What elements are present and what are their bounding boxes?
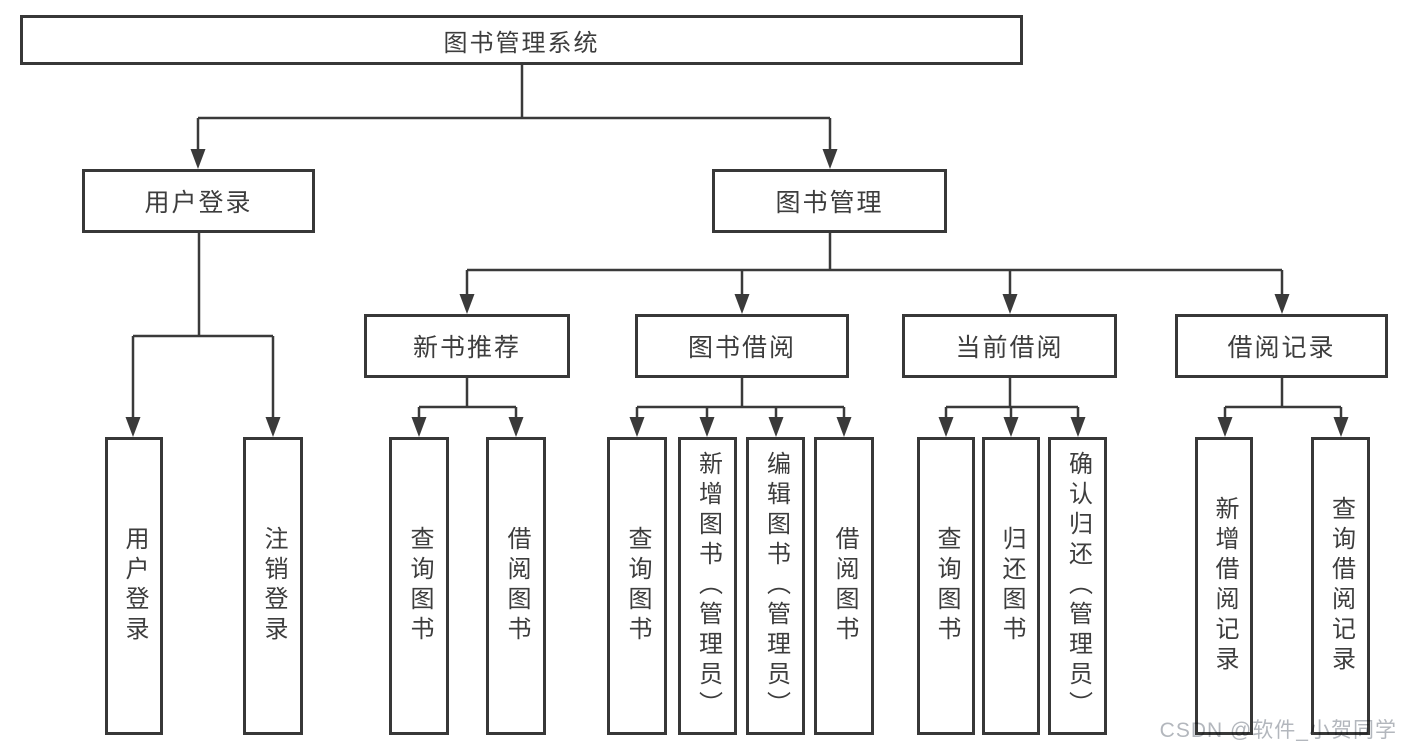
leaf-cb-return-books: 归还图书: [982, 437, 1040, 735]
arrow-down-icon: [768, 417, 784, 437]
node-book-borrow-label: 图书借阅: [687, 334, 796, 362]
node-current-borrow-label: 当前借阅: [955, 334, 1064, 362]
leaf-logout-label: 注销登录: [260, 526, 287, 646]
node-current-borrow: 当前借阅: [902, 314, 1117, 378]
leaf-bb-query-books-label: 查询图书: [624, 526, 651, 646]
node-book-mgmt: 图书管理: [712, 169, 947, 233]
connector-borrow-records-to-leaves: [1223, 378, 1343, 420]
node-root: 图书管理系统: [20, 15, 1023, 65]
leaf-user-login: 用户登录: [105, 437, 163, 735]
watermark: CSDN @软件_小贺同学: [1159, 719, 1397, 742]
arrow-down-icon: [190, 149, 206, 169]
node-new-book-rec: 新书推荐: [364, 314, 570, 378]
leaf-bb-borrow-books: 借阅图书: [814, 437, 874, 735]
leaf-bb-borrow-books-label: 借阅图书: [831, 526, 858, 646]
arrow-down-icon: [699, 417, 715, 437]
leaf-bb-edit-books-admin: 编辑图书（管理员）: [746, 437, 805, 735]
arrow-down-icon: [938, 417, 954, 437]
leaf-br-query-record: 查询借阅记录: [1311, 437, 1370, 735]
leaf-nbr-query-books: 查询图书: [389, 437, 449, 735]
arrow-down-icon: [1333, 417, 1349, 437]
leaf-br-query-record-label: 查询借阅记录: [1327, 496, 1355, 676]
arrow-down-icon: [1003, 417, 1019, 437]
arrow-down-icon: [411, 417, 427, 437]
node-borrow-records-label: 借阅记录: [1227, 334, 1336, 362]
arrow-down-icon: [822, 149, 838, 169]
leaf-cb-return-books-label: 归还图书: [998, 526, 1025, 646]
arrow-down-icon: [125, 417, 141, 437]
node-root-label: 图书管理系统: [443, 29, 600, 57]
arrow-down-icon: [836, 417, 852, 437]
arrow-down-icon: [508, 417, 524, 437]
leaf-nbr-borrow-books: 借阅图书: [486, 437, 546, 735]
arrow-down-icon: [1274, 294, 1290, 314]
leaf-nbr-query-books-label: 查询图书: [406, 526, 433, 646]
leaf-cb-confirm-return-admin: 确认归还（管理员）: [1048, 437, 1107, 735]
arrow-down-icon: [629, 417, 645, 437]
node-user-login-label: 用户登录: [144, 189, 253, 217]
leaf-cb-query-books: 查询图书: [917, 437, 975, 735]
node-new-book-rec-label: 新书推荐: [412, 334, 521, 362]
connector-user-login-to-leaves: [131, 233, 275, 420]
arrow-down-icon: [459, 294, 475, 314]
connector-book-mgmt-to-level2: [465, 233, 1284, 297]
leaf-bb-add-books-admin: 新增图书（管理员）: [678, 437, 737, 735]
leaf-nbr-borrow-books-label: 借阅图书: [503, 526, 530, 646]
leaf-bb-query-books: 查询图书: [607, 437, 667, 735]
leaf-cb-confirm-return-admin-label: 确认归还（管理员）: [1064, 451, 1092, 721]
leaf-bb-edit-books-admin-label: 编辑图书（管理员）: [762, 451, 790, 721]
leaf-br-add-record: 新增借阅记录: [1195, 437, 1253, 735]
arrow-down-icon: [1217, 417, 1233, 437]
arrow-down-icon: [265, 417, 281, 437]
arrow-down-icon: [1070, 417, 1086, 437]
leaf-user-login-label: 用户登录: [121, 526, 148, 646]
leaf-bb-add-books-admin-label: 新增图书（管理员）: [694, 451, 722, 721]
node-borrow-records: 借阅记录: [1175, 314, 1388, 378]
connector-root-to-level1: [196, 65, 832, 152]
arrowheads: [125, 149, 1349, 437]
leaf-logout: 注销登录: [243, 437, 303, 735]
leaf-cb-query-books-label: 查询图书: [933, 526, 960, 646]
node-book-borrow: 图书借阅: [635, 314, 849, 378]
leaf-br-add-record-label: 新增借阅记录: [1211, 496, 1238, 676]
arrow-down-icon: [734, 294, 750, 314]
node-user-login: 用户登录: [82, 169, 315, 233]
arrow-down-icon: [1002, 294, 1018, 314]
node-book-mgmt-label: 图书管理: [775, 189, 884, 217]
connector-new-book-rec-to-leaves: [417, 378, 518, 420]
connector-current-borrow-to-leaves: [944, 378, 1080, 420]
connector-book-borrow-to-leaves: [635, 378, 846, 420]
